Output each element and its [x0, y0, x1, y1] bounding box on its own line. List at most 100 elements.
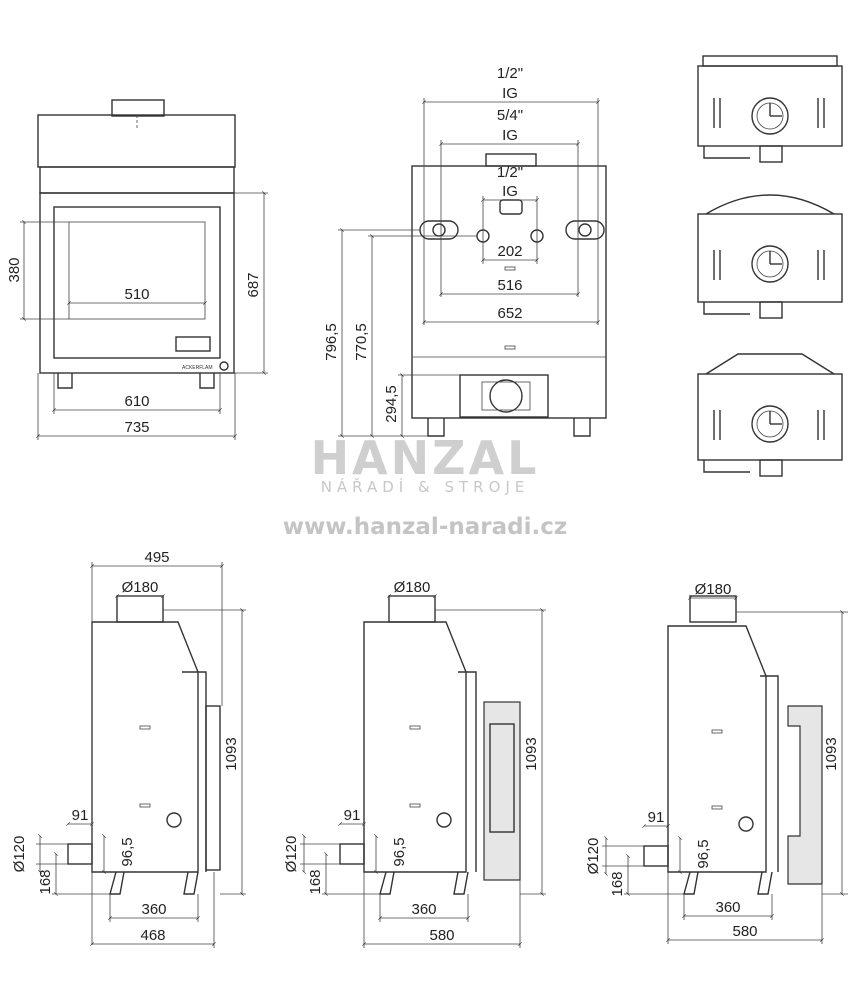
back-leg-right [573, 418, 591, 437]
back-slot-2 [504, 345, 516, 350]
back-dim-inner-thread: IG [502, 183, 518, 200]
side3-flue-collar [689, 595, 737, 623]
top1-flue [751, 97, 789, 135]
side1-door-frame [182, 671, 207, 872]
top3-trapezoid-lid [705, 353, 835, 375]
front-top-hood [37, 114, 236, 168]
side3-port [738, 816, 754, 832]
front-door-frame [53, 206, 221, 359]
front-flue-collar [111, 99, 165, 117]
top1-vents [713, 98, 825, 128]
side2-body [363, 621, 467, 873]
top2-air-inlet [759, 301, 783, 319]
side1-dim-168: 168 [37, 869, 54, 894]
top1-air-inlet [759, 145, 783, 163]
side-view-1: 495 Ø180 1093 91 Ø120 168 96,5 360 468 [11, 549, 246, 948]
top2-flue [751, 245, 789, 283]
back-dim-mid-pipe: 5/4" [497, 107, 523, 124]
side-view-3: Ø180 1093 91 Ø120 168 96,5 360 580 [585, 581, 848, 944]
side1-leg-back [183, 871, 199, 895]
side3-leg-front [683, 871, 699, 895]
front-control-knob [219, 361, 229, 371]
side3-door-frame [760, 675, 779, 872]
side3-dim-580: 580 [732, 923, 757, 940]
side3-body [667, 625, 767, 873]
side1-door [205, 705, 221, 871]
back-dim-mid-thread: IG [502, 127, 518, 144]
side2-slot-2 [409, 803, 421, 808]
side2-dim-pipe: Ø120 [283, 836, 300, 873]
side1-dim-360: 360 [141, 901, 166, 918]
top3-flue [751, 405, 789, 443]
top2-pipe [703, 302, 750, 315]
side2-leg-back [453, 871, 469, 895]
side1-leg-front [109, 871, 125, 895]
top1-lid [702, 55, 838, 67]
side1-port [166, 812, 182, 828]
side3-dim-360: 360 [715, 899, 740, 916]
back-pipe-right [578, 223, 592, 237]
side1-dim-91: 91 [72, 807, 89, 824]
side3-door [787, 705, 823, 885]
watermark: HANZAL NÁŘADÍ & STROJE www.hanzal-naradi… [283, 431, 567, 540]
front-glass [68, 221, 206, 320]
back-dim-516: 516 [497, 277, 522, 294]
side-view-2: Ø180 1093 91 Ø120 168 96,5 360 580 [283, 579, 546, 948]
side1-dim-96: 96,5 [119, 837, 136, 866]
watermark-tagline: NÁŘADÍ & STROJE [321, 477, 530, 496]
side2-dim-580: 580 [429, 927, 454, 944]
side1-air-pipe [67, 843, 93, 865]
front-body [39, 192, 235, 374]
side2-dim-91: 91 [344, 807, 361, 824]
side3-dim-96: 96,5 [695, 839, 712, 868]
side1-slot-1 [139, 725, 151, 730]
front-dim-610: 610 [124, 393, 149, 410]
back-leg-left [427, 418, 445, 437]
watermark-url: www.hanzal-naradi.cz [283, 514, 567, 540]
front-dim-687: 687 [245, 272, 262, 297]
side3-air-pipe [643, 845, 669, 867]
back-dim-inner-pipe: 1/2" [497, 164, 523, 181]
side3-dim-height: 1093 [823, 737, 840, 770]
side2-air-pipe [339, 843, 365, 865]
side2-dim-168: 168 [307, 869, 324, 894]
front-dim-510: 510 [124, 286, 149, 303]
side1-dim-468: 468 [140, 927, 165, 944]
side3-leg-back [757, 871, 773, 895]
side2-slot-1 [409, 725, 421, 730]
side1-dim-flue: Ø180 [122, 579, 159, 596]
side2-flue-collar [388, 595, 436, 623]
back-top-port [499, 199, 523, 215]
top3-vents [713, 410, 825, 440]
side2-dim-360: 360 [411, 901, 436, 918]
back-body [411, 165, 607, 419]
side1-flue-collar [116, 595, 164, 623]
side3-dim-pipe: Ø120 [585, 838, 602, 875]
side1-dim-height: 1093 [223, 737, 240, 770]
back-pipe-left [432, 223, 446, 237]
back-dim-outer-thread: IG [502, 85, 518, 102]
back-view: 1/2" IG 5/4" IG 1/2" IG 202 516 652 796,… [323, 65, 607, 438]
top-view-1 [697, 55, 843, 163]
back-dim-202: 202 [497, 243, 522, 260]
top2-arched-lid [705, 194, 835, 215]
front-handle [175, 336, 211, 352]
side2-dim-flue: Ø180 [394, 579, 431, 596]
back-dim-outer-pipe: 1/2" [497, 65, 523, 82]
side3-dim-168: 168 [609, 871, 626, 896]
back-dim-796: 796,5 [323, 323, 340, 361]
side2-door-frame [458, 671, 477, 872]
side3-slot-2 [711, 805, 723, 810]
front-view: ACKERFLAM 510 380 687 610 735 [6, 99, 268, 440]
top-view-3 [697, 353, 843, 477]
side2-door-glass [489, 723, 515, 833]
back-pipe-right-housing [565, 220, 605, 240]
back-air-frame [481, 381, 531, 411]
side2-dim-height: 1093 [523, 737, 540, 770]
top3-air-inlet [759, 459, 783, 477]
front-upper-band [39, 166, 235, 194]
side2-port [436, 812, 452, 828]
side3-dim-flue: Ø180 [695, 581, 732, 598]
front-leg-left [57, 373, 73, 389]
